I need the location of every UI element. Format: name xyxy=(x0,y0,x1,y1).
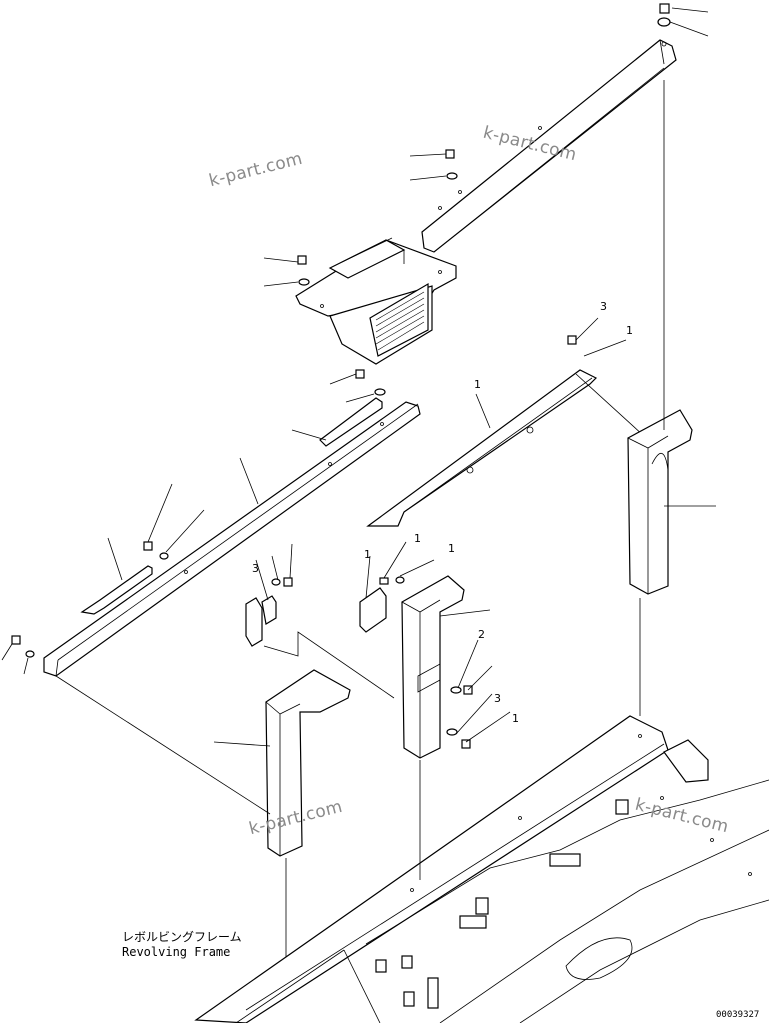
left-post xyxy=(55,669,351,990)
revolving-frame xyxy=(194,715,769,1023)
left-beam xyxy=(43,397,421,677)
small-bracket xyxy=(245,543,395,699)
vent-box xyxy=(295,237,457,365)
top-beam xyxy=(421,39,677,253)
diagonal-stay xyxy=(366,317,645,527)
right-post xyxy=(627,80,716,716)
callout-number: 1 xyxy=(512,712,519,725)
callout-number: 3 xyxy=(494,692,501,705)
callout-number: 1 xyxy=(364,548,371,561)
centre-post xyxy=(359,541,511,759)
left-bolts xyxy=(1,369,386,675)
caption-english: Revolving Frame xyxy=(122,945,231,959)
callout-number: 2 xyxy=(478,628,485,641)
callout-number: 1 xyxy=(448,542,455,555)
callout-number: 1 xyxy=(626,324,633,337)
caption-japanese: レボルビングフレーム xyxy=(122,930,242,944)
callout-number: 3 xyxy=(252,562,259,575)
top-bolt xyxy=(657,3,709,37)
callout-number: 1 xyxy=(414,532,421,545)
callout-number: 3 xyxy=(600,300,607,313)
drawing-number: 00039327 xyxy=(716,1010,760,1020)
callout-number: 1 xyxy=(474,378,481,391)
vent-bolts xyxy=(263,149,458,287)
